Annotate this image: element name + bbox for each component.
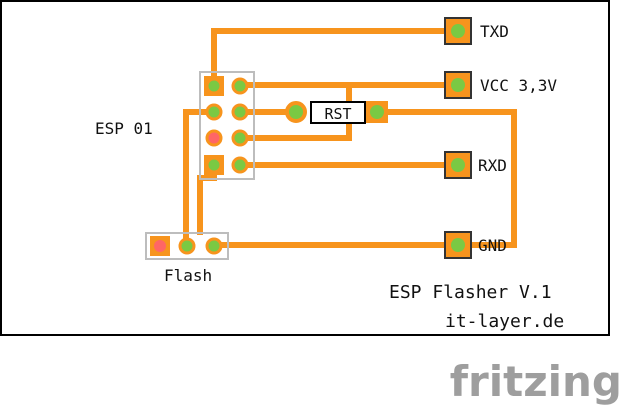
esp-pin-5 [205, 129, 223, 147]
vcc-label: VCC 3,3V [480, 76, 557, 95]
esp-pin-3 [205, 103, 223, 121]
trace-esp-flash [183, 109, 217, 248]
esp-pin-1 [205, 77, 223, 95]
esp-pin-2 [231, 77, 249, 95]
trace-txd [211, 28, 461, 88]
esp-pin-4 [231, 103, 249, 121]
site-label: it-layer.de [445, 311, 564, 332]
rst-label: RST [324, 105, 351, 123]
rst-body [310, 101, 366, 124]
txd-pin [451, 24, 465, 38]
rst-pad-right [370, 105, 384, 119]
title-label: ESP Flasher V.1 [389, 282, 552, 303]
flash-pin-2 [178, 237, 196, 255]
traces [183, 28, 517, 248]
flash-pin-3 [205, 237, 223, 255]
rst-button: RST [285, 101, 388, 124]
vcc-pin [451, 78, 465, 92]
esp-pin-7 [205, 156, 223, 174]
esp01-header-outline [199, 71, 255, 180]
fritzing-logo: fritzing [450, 357, 622, 406]
rst-pad-left [285, 101, 307, 123]
trace-gnd-loop [373, 109, 517, 248]
esp-label: ESP 01 [95, 119, 153, 138]
esp-pin-6 [231, 129, 249, 147]
flash-label: Flash [164, 266, 212, 285]
gnd-pin [451, 238, 465, 252]
gnd-label: GND [478, 236, 507, 255]
flash-header-outline [145, 232, 229, 260]
esp01-header [199, 71, 255, 180]
txd-label: TXD [480, 22, 509, 41]
rxd-label: RXD [478, 156, 507, 175]
connector-pins [444, 17, 472, 259]
flash-header [145, 232, 229, 260]
rxd-pin [451, 158, 465, 172]
esp-pin-8 [231, 156, 249, 174]
flash-pin-1 [154, 240, 166, 252]
